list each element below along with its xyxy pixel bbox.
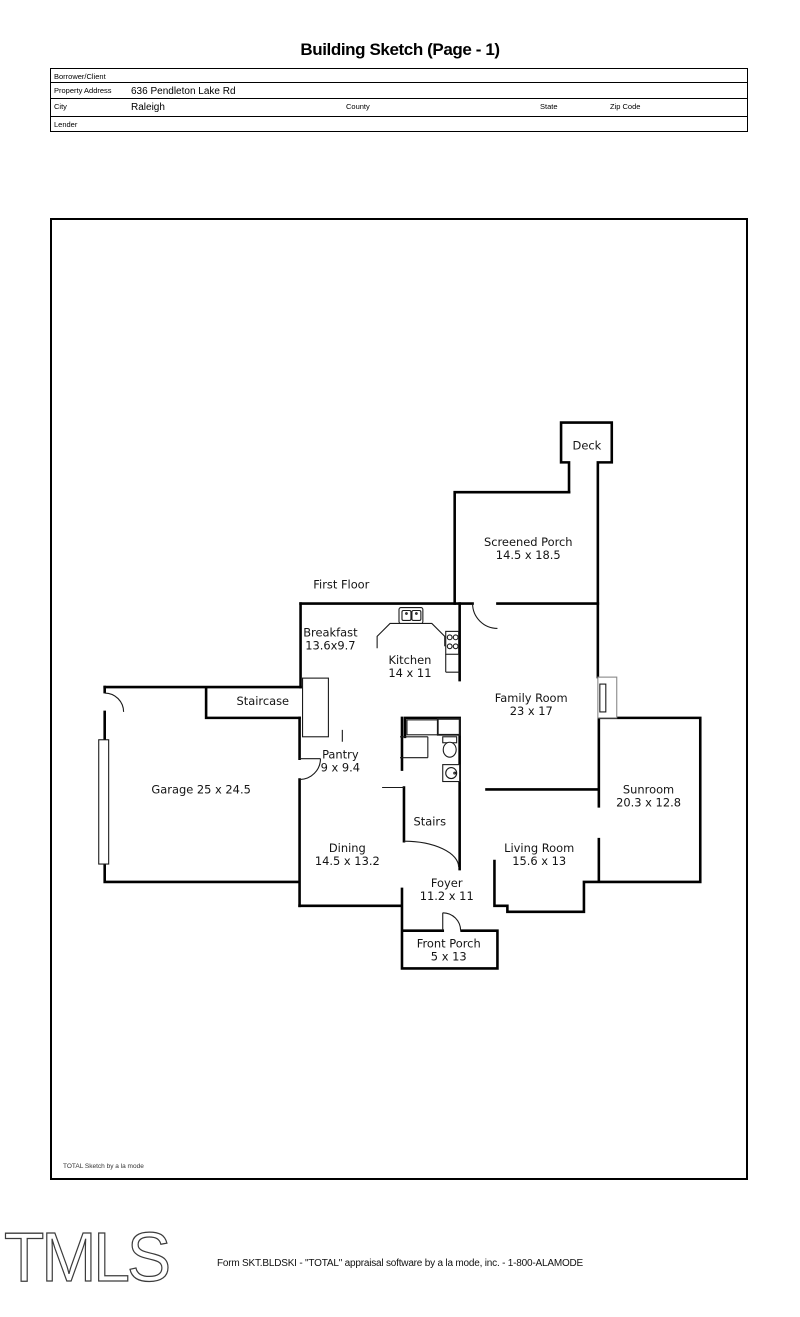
state-label: State [540, 102, 558, 111]
page-title: Building Sketch (Page - 1) [300, 40, 500, 59]
room-dims-living-room: 15.6 x 13 [512, 854, 566, 868]
room-label-screened-porch: Screened Porch [484, 535, 573, 549]
zip-code-label: Zip Code [610, 102, 641, 111]
garage-door [98, 739, 110, 865]
kitchen-sink-icon [398, 606, 424, 624]
room-dims-foyer: 11.2 x 11 [420, 889, 474, 903]
room-dims-screened-porch: 14.5 x 18.5 [496, 548, 561, 562]
stove-icon [445, 630, 460, 673]
front-door-arc [442, 912, 462, 931]
city-label: City [54, 102, 67, 111]
borrower-label: Borrower/Client [54, 72, 106, 81]
room-dims-family-room: 23 x 17 [510, 704, 553, 718]
garage-entry-door-arc [104, 692, 125, 712]
room-dims-breakfast: 13.6x9.7 [305, 638, 355, 652]
stairs-door-arc [403, 840, 460, 868]
vanity-counter [406, 719, 439, 736]
room-label-dining: Dining [329, 841, 366, 855]
borrower-row: Borrower/Client [51, 69, 747, 82]
room-label-deck: Deck [573, 438, 602, 452]
county-label: County [346, 102, 370, 111]
subject-info-table: Borrower/Client Property Address 636 Pen… [50, 68, 748, 132]
sketch-area: First Floor Deck Screened Porch 14.5 x 1… [50, 218, 748, 1180]
lender-label: Lender [54, 120, 78, 129]
deck-walls [559, 421, 614, 679]
lender-row: Lender [51, 116, 747, 131]
room-label-kitchen: Kitchen [388, 653, 431, 667]
first-floor-label: First Floor [313, 578, 369, 592]
property-address-label: Property Address [54, 86, 112, 95]
footer-text: Form SKT.BLDSKI - "TOTAL" appraisal soft… [216, 1258, 584, 1269]
walls [103, 421, 702, 970]
room-dims-dining: 14.5 x 13.2 [315, 854, 380, 868]
room-label-stairs: Stairs [414, 814, 447, 828]
floor-plan: First Floor Deck Screened Porch 14.5 x 1… [98, 421, 702, 970]
room-label-staircase: Staircase [236, 694, 289, 708]
fireplace-icon [597, 676, 618, 719]
room-label-sunroom: Sunroom [623, 782, 674, 796]
room-label-living-room: Living Room [504, 841, 574, 855]
kitchen-counter [376, 622, 446, 649]
room-label-foyer: Foyer [431, 876, 463, 890]
room-dims-kitchen: 14 x 11 [388, 666, 431, 680]
room-label-garage: Garage 25 x 24.5 [151, 782, 250, 796]
room-dims-front-porch: 5 x 13 [431, 949, 467, 963]
cabinet [436, 717, 461, 736]
property-address-row: Property Address 636 Pendleton Lake Rd [51, 82, 747, 98]
sunroom-living-walls [493, 716, 702, 914]
pantry-door-arc [299, 758, 321, 781]
garage-walls [103, 685, 301, 908]
closet-partition [302, 677, 329, 738]
property-address-value: 636 Pendleton Lake Rd [131, 86, 236, 97]
room-label-breakfast: Breakfast [303, 625, 358, 639]
city-state-zip-row: City Raleigh County State Zip Code [51, 98, 747, 116]
bathroom-sink-icon [442, 764, 461, 783]
room-label-front-porch: Front Porch [417, 937, 481, 951]
screened-porch-walls [453, 490, 571, 605]
wall-ticks [341, 729, 404, 789]
staircase-walls [103, 685, 302, 720]
tmls-logo: TMLS [3, 1217, 171, 1296]
toilet-icon [442, 736, 458, 758]
stair-halfwall [399, 736, 429, 759]
room-label-pantry: Pantry [322, 748, 359, 762]
kitchen-powder-walls [400, 602, 461, 871]
room-dims-pantry: 9 x 9.4 [321, 761, 360, 775]
dining-foyer-walls [298, 887, 499, 970]
city-value: Raleigh [131, 102, 165, 113]
room-dims-sunroom: 20.3 x 12.8 [616, 795, 681, 809]
porch-door-arc [472, 603, 498, 629]
sketch-credit: TOTAL Sketch by a la mode [63, 1163, 144, 1170]
room-label-family-room: Family Room [495, 691, 568, 705]
